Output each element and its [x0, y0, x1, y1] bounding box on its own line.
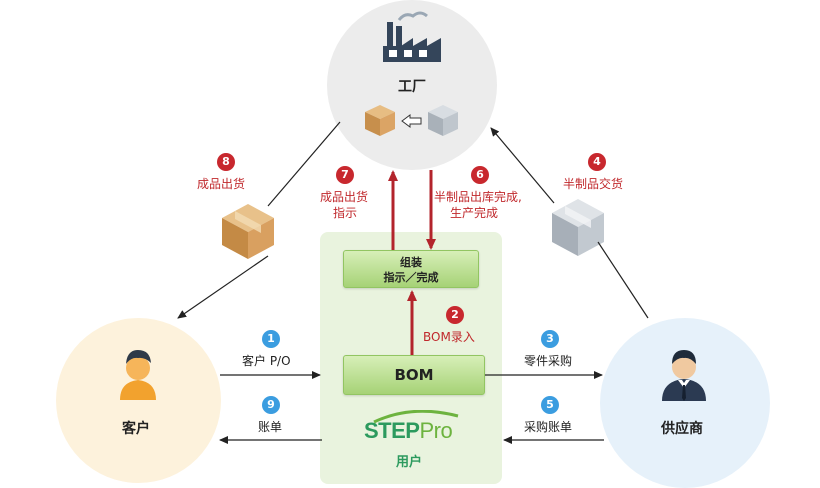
- factory-circle: [327, 0, 497, 170]
- step-7-label-line2: 指示: [333, 206, 358, 220]
- assembly-box: 组装 指示／完成: [343, 250, 479, 288]
- customer-circle: [56, 318, 221, 483]
- step-8-badge: 8: [217, 153, 235, 171]
- step-7-label-line1: 成品出货: [320, 190, 369, 204]
- arrow-factory-to-box: [267, 121, 341, 207]
- businessman-icon: [662, 350, 706, 401]
- logo-step: STEP: [364, 418, 420, 443]
- step-1-badge: 1: [262, 330, 280, 348]
- step-6-label-line2: 生产完成: [450, 206, 499, 220]
- box-icon: [428, 105, 458, 136]
- supplier-circle: [600, 318, 770, 488]
- bom-box: BOM: [343, 355, 485, 395]
- steppro-logo: STEPPro: [364, 418, 453, 444]
- step-7-badge: 7: [336, 166, 354, 184]
- step-3-badge: 3: [541, 330, 559, 348]
- step-9-label: 账单: [258, 420, 283, 434]
- step-4-label: 半制品交货: [563, 177, 624, 191]
- step-9-badge: 9: [262, 396, 280, 414]
- user-label: 用户: [396, 455, 423, 470]
- step-2-badge: 2: [446, 306, 464, 324]
- arrow-left-icon: [401, 114, 422, 128]
- factory-icon: [383, 11, 441, 62]
- step-6-label-line1: 半制品出库完成,: [434, 190, 522, 204]
- box-icon: [552, 199, 604, 256]
- step-8-label: 成品出货: [197, 177, 246, 191]
- logo-pro: Pro: [419, 418, 453, 443]
- step-5-label: 采购账单: [524, 420, 573, 434]
- step-2-label: BOM录入: [423, 330, 475, 344]
- supplier-label: 供应商: [661, 421, 703, 437]
- arrow-finished-goods: [177, 255, 269, 319]
- step-1-label: 客户 P/O: [242, 354, 291, 368]
- step-5-badge: 5: [541, 396, 559, 414]
- customer-label: 客户: [122, 421, 150, 437]
- logo-swoosh: [373, 410, 459, 424]
- assembly-title: 组装: [400, 256, 422, 269]
- arrow-supplier-to-box: [597, 241, 649, 319]
- arrow-semi-delivery: [490, 127, 555, 204]
- assembly-subtitle: 指示／完成: [383, 271, 439, 284]
- step-6-badge: 6: [471, 166, 489, 184]
- box-icon: [222, 204, 274, 259]
- step-4-badge: 4: [588, 153, 606, 171]
- box-icon: [365, 105, 395, 136]
- step-3-label: 零件采购: [524, 354, 573, 368]
- factory-label: 工厂: [398, 79, 426, 95]
- person-icon: [120, 350, 156, 400]
